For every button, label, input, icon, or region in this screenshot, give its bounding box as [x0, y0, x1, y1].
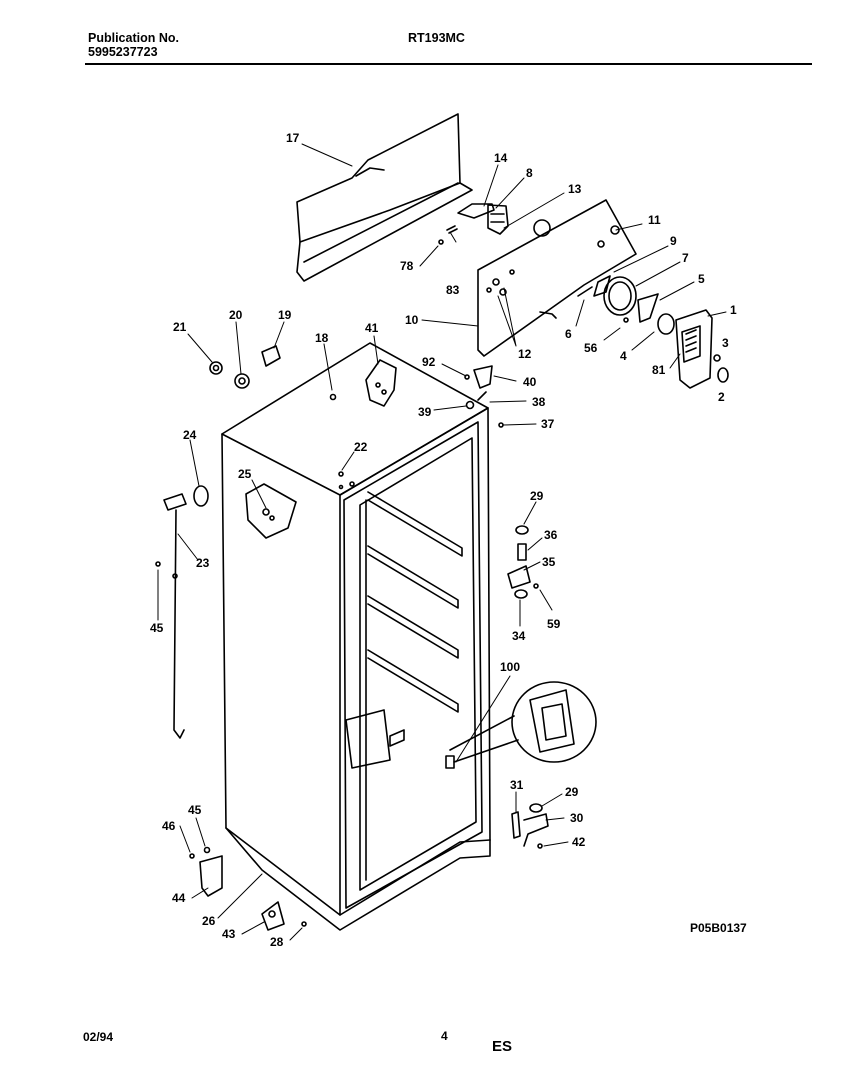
door-rod-part: [155, 485, 209, 739]
label-30: 30: [570, 811, 584, 825]
label-46: 46: [162, 819, 176, 833]
label-29-lower: 29: [565, 785, 579, 799]
label-100: 100: [500, 660, 520, 674]
label-22: 22: [354, 440, 368, 454]
label-25: 25: [238, 467, 252, 481]
label-81: 81: [652, 363, 666, 377]
callout-detail-part: [449, 681, 597, 763]
label-29-upper: 29: [530, 489, 544, 503]
switch-bracket-part: [438, 203, 509, 245]
label-31: 31: [510, 778, 524, 792]
label-78: 78: [400, 259, 414, 273]
footer-date: 02/94: [83, 1030, 114, 1044]
label-23: 23: [196, 556, 210, 570]
label-38: 38: [532, 395, 546, 409]
footer-section-code: ES: [492, 1038, 513, 1055]
light-housing-part: [675, 309, 729, 389]
label-20: 20: [229, 308, 243, 322]
publication-label: Publication No.: [88, 31, 179, 45]
thermostat-dial-part: [577, 275, 675, 335]
label-17: 17: [286, 131, 300, 145]
label-8: 8: [526, 166, 533, 180]
label-6: 6: [565, 327, 572, 341]
footer-page-number: 4: [441, 1029, 448, 1043]
label-13: 13: [568, 182, 582, 196]
label-28: 28: [270, 935, 284, 949]
label-92: 92: [422, 355, 436, 369]
label-21: 21: [173, 320, 187, 334]
label-12: 12: [518, 347, 532, 361]
label-1: 1: [730, 303, 737, 317]
drawing-code: P05B0137: [690, 921, 747, 935]
hinge-center-parts: [507, 525, 539, 599]
label-44: 44: [172, 891, 186, 905]
label-19: 19: [278, 308, 292, 322]
control-panel-part: [477, 199, 637, 357]
label-39: 39: [418, 405, 432, 419]
label-5: 5: [698, 272, 705, 286]
label-45-left: 45: [150, 621, 164, 635]
model-number: RT193MC: [408, 31, 465, 45]
label-14: 14: [494, 151, 508, 165]
label-59: 59: [547, 617, 561, 631]
label-11: 11: [648, 213, 661, 227]
label-10: 10: [405, 313, 419, 327]
hinge-top-parts: [365, 359, 504, 428]
label-56: 56: [584, 341, 598, 355]
publication-number: 5995237723: [88, 45, 158, 59]
side-bracket-part: [245, 483, 297, 539]
hinge-bottom-left-parts: [189, 846, 307, 931]
label-36: 36: [544, 528, 558, 542]
label-45-bottom: 45: [188, 803, 202, 817]
label-41: 41: [365, 321, 379, 335]
label-4: 4: [620, 349, 627, 363]
label-24: 24: [183, 428, 197, 442]
part-labels: 17 14 8 13 11 9 7 5 1 3 2 81 4 56 6 12 1…: [150, 131, 737, 949]
label-7: 7: [682, 251, 689, 265]
label-42: 42: [572, 835, 586, 849]
label-2: 2: [718, 390, 725, 404]
label-34: 34: [512, 629, 526, 643]
label-3: 3: [722, 336, 729, 350]
refrigerator-cabinet: [221, 342, 491, 931]
label-18: 18: [315, 331, 329, 345]
label-35: 35: [542, 555, 556, 569]
label-37: 37: [541, 417, 555, 431]
label-83: 83: [446, 283, 460, 297]
label-40: 40: [523, 375, 537, 389]
hinge-bottom-right-parts: [511, 803, 549, 849]
header-rule: [85, 63, 812, 65]
label-9: 9: [670, 234, 677, 248]
label-26: 26: [202, 914, 216, 928]
leader-lines: [157, 143, 727, 941]
label-43: 43: [222, 927, 236, 941]
small-hardware-parts: [209, 345, 337, 401]
top-cover-part: [296, 113, 473, 282]
